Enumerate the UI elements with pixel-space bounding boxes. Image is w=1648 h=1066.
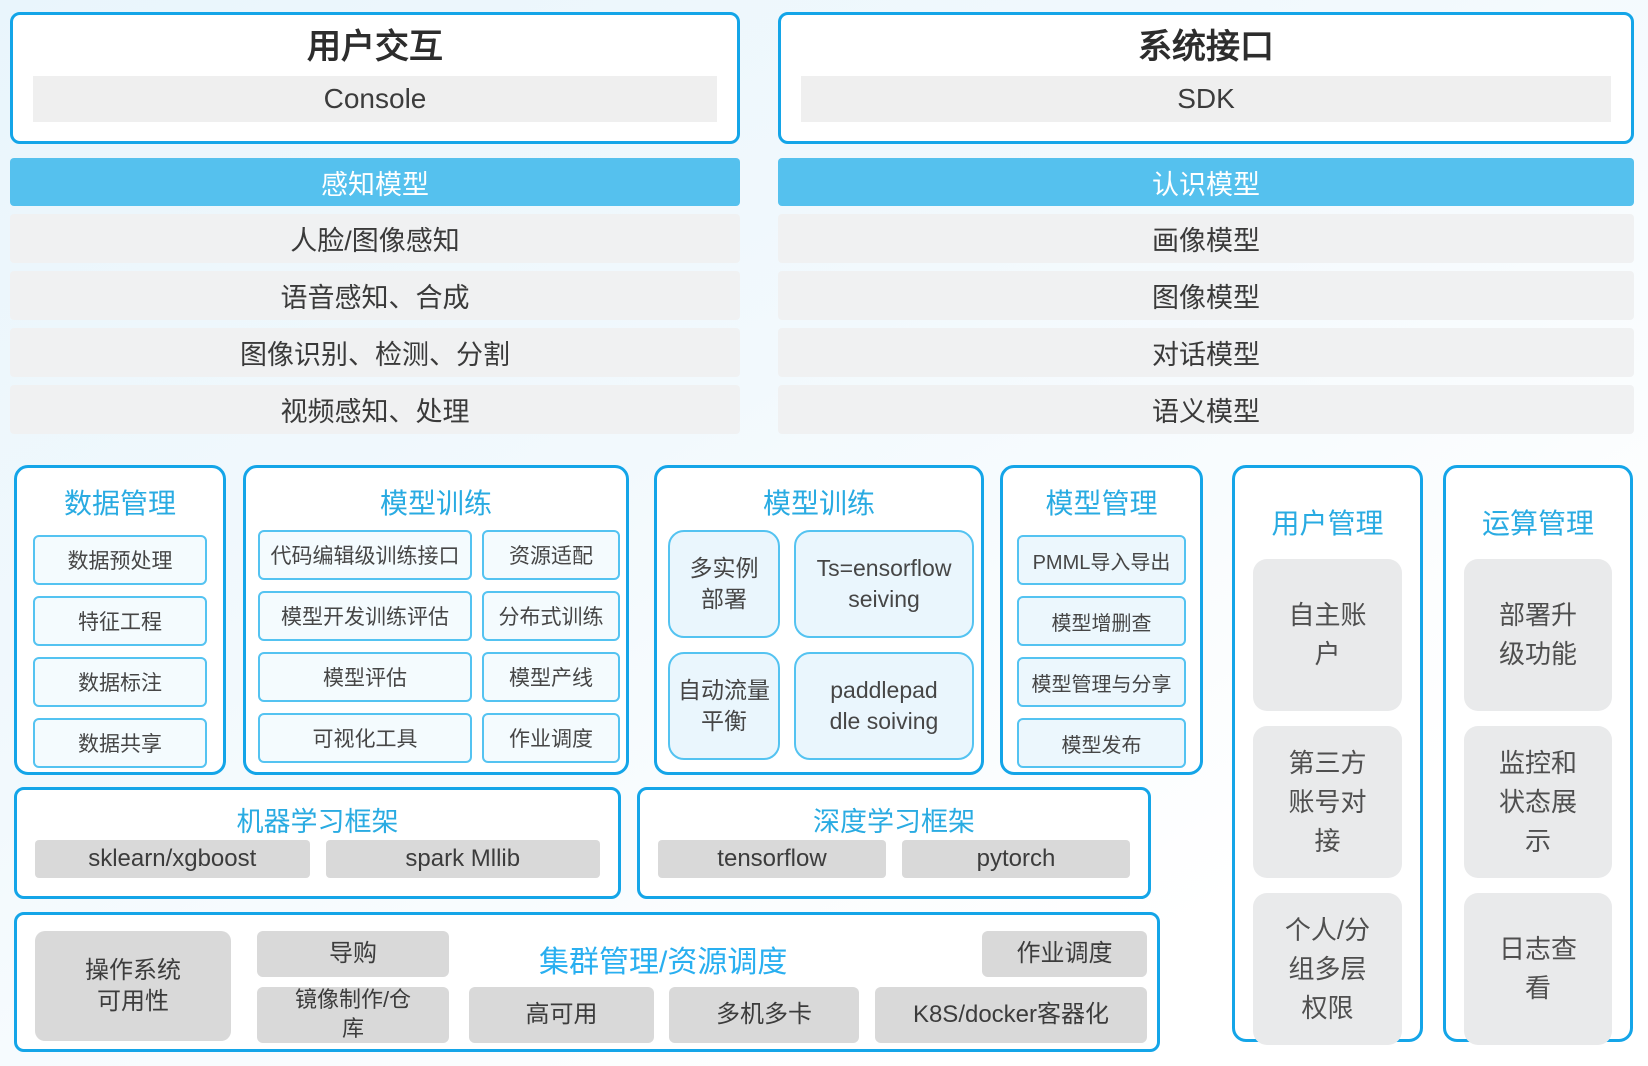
panel-model-management: 模型管理 PMML导入导出 模型增删查 模型管理与分享 模型发布 bbox=[1000, 465, 1203, 775]
data-management-item: 数据预处理 bbox=[33, 535, 207, 585]
model-training-item: 作业调度 bbox=[482, 713, 620, 763]
cognition-row: 画像模型 bbox=[778, 214, 1634, 263]
ml-framework-title: 机器学习框架 bbox=[236, 807, 399, 837]
model-training-title: 模型训练 bbox=[379, 488, 492, 519]
console-bar: Console bbox=[33, 75, 717, 122]
cluster-item: K8S/docker客器化 bbox=[875, 987, 1147, 1043]
panel-user-interaction: 用户交互 Console bbox=[10, 12, 740, 144]
cluster-item-os: 操作系统 可用性 bbox=[35, 931, 231, 1041]
model-management-item: 模型管理与分享 bbox=[1017, 657, 1186, 707]
panel-ml-framework: 机器学习框架 sklearn/xgboost spark Mllib bbox=[14, 787, 621, 899]
ml-framework-item: sklearn/xgboost bbox=[35, 840, 310, 878]
dl-framework-title: 深度学习框架 bbox=[813, 807, 975, 837]
panel-user-management: 用户管理 自主账 户 第三方 账号对 接 个人/分 组多层 权限 bbox=[1232, 465, 1423, 1045]
model-management-title: 模型管理 bbox=[1045, 488, 1158, 519]
operations-management-item: 日志查 看 bbox=[1464, 893, 1612, 1045]
user-management-item: 第三方 账号对 接 bbox=[1253, 726, 1402, 878]
model-serving-item: 多实例 部署 bbox=[668, 530, 780, 638]
data-management-item: 特征工程 bbox=[33, 596, 207, 646]
user-interaction-title: 用户交互 bbox=[307, 28, 443, 66]
model-training-item: 可视化工具 bbox=[258, 713, 472, 763]
cognition-row: 语义模型 bbox=[778, 385, 1634, 434]
user-management-item: 自主账 户 bbox=[1253, 559, 1402, 711]
dl-framework-items: tensorflow pytorch bbox=[640, 840, 1148, 878]
cluster-item: 导购 bbox=[257, 931, 449, 977]
model-training-item: 模型评估 bbox=[258, 652, 472, 702]
cluster-item: 镜像制作/仓 库 bbox=[257, 987, 449, 1043]
model-training-item: 分布式训练 bbox=[482, 591, 620, 641]
model-training-item: 模型开发训练评估 bbox=[258, 591, 472, 641]
data-management-item: 数据共享 bbox=[33, 718, 207, 768]
cluster-item: 高可用 bbox=[469, 987, 654, 1043]
system-interface-title: 系统接口 bbox=[1138, 28, 1274, 66]
operations-management-item: 监控和 状态展 示 bbox=[1464, 726, 1612, 878]
model-training-grid: 代码编辑级训练接口 资源适配 模型开发训练评估 分布式训练 模型评估 模型产线 … bbox=[246, 524, 626, 763]
model-training-item: 资源适配 bbox=[482, 530, 620, 580]
banner-cognition-model: 认识模型 bbox=[778, 158, 1634, 206]
panel-cluster-management: 操作系统 可用性 导购 集群管理/资源调度 作业调度 镜像制作/仓 库 高可用 … bbox=[14, 912, 1160, 1052]
model-management-item: 模型发布 bbox=[1017, 718, 1186, 768]
data-management-item: 数据标注 bbox=[33, 657, 207, 707]
panel-operations-management: 运算管理 部署升 级功能 监控和 状态展 示 日志查 看 bbox=[1443, 465, 1633, 1045]
dl-framework-item: tensorflow bbox=[658, 840, 886, 878]
data-management-title: 数据管理 bbox=[63, 488, 176, 519]
cluster-item: 作业调度 bbox=[982, 931, 1147, 977]
cognition-row: 对话模型 bbox=[778, 328, 1634, 377]
cluster-item: 多机多卡 bbox=[669, 987, 859, 1043]
panel-data-management: 数据管理 数据预处理 特征工程 数据标注 数据共享 bbox=[14, 465, 226, 775]
perception-row: 语音感知、合成 bbox=[10, 271, 740, 320]
model-management-item: PMML导入导出 bbox=[1017, 535, 1186, 585]
model-serving-grid: 多实例 部署 Ts=ensorflow seiving 自动流量 平衡 padd… bbox=[657, 524, 981, 760]
model-serving-item: Ts=ensorflow seiving bbox=[794, 530, 974, 638]
perception-row: 图像识别、检测、分割 bbox=[10, 328, 740, 377]
panel-model-serving: 模型训练 多实例 部署 Ts=ensorflow seiving 自动流量 平衡… bbox=[654, 465, 984, 775]
panel-model-training: 模型训练 代码编辑级训练接口 资源适配 模型开发训练评估 分布式训练 模型评估 … bbox=[243, 465, 629, 775]
model-serving-title: 模型训练 bbox=[762, 488, 875, 519]
sdk-bar: SDK bbox=[801, 75, 1611, 122]
operations-management-item: 部署升 级功能 bbox=[1464, 559, 1612, 711]
model-training-item: 代码编辑级训练接口 bbox=[258, 530, 472, 580]
panel-system-interface: 系统接口 SDK bbox=[778, 12, 1634, 144]
banner-perception-model: 感知模型 bbox=[10, 158, 740, 206]
model-serving-item: paddlepad dle soiving bbox=[794, 652, 974, 760]
ml-framework-item: spark Mllib bbox=[325, 840, 600, 878]
perception-row: 人脸/图像感知 bbox=[10, 214, 740, 263]
cognition-row: 图像模型 bbox=[778, 271, 1634, 320]
operations-management-title: 运算管理 bbox=[1481, 508, 1594, 539]
model-management-item: 模型增删查 bbox=[1017, 596, 1186, 646]
ml-framework-items: sklearn/xgboost spark Mllib bbox=[17, 840, 618, 878]
left-column: 用户交互 Console 感知模型 人脸/图像感知 语音感知、合成 图像识别、检… bbox=[10, 12, 740, 434]
cluster-management-title: 集群管理/资源调度 bbox=[539, 946, 788, 979]
dl-framework-item: pytorch bbox=[902, 840, 1130, 878]
model-serving-item: 自动流量 平衡 bbox=[668, 652, 780, 760]
user-management-item: 个人/分 组多层 权限 bbox=[1253, 893, 1402, 1045]
model-training-item: 模型产线 bbox=[482, 652, 620, 702]
user-management-title: 用户管理 bbox=[1271, 508, 1384, 539]
panel-dl-framework: 深度学习框架 tensorflow pytorch bbox=[637, 787, 1151, 899]
right-column: 系统接口 SDK 认识模型 画像模型 图像模型 对话模型 语义模型 bbox=[778, 12, 1634, 434]
perception-row: 视频感知、处理 bbox=[10, 385, 740, 434]
